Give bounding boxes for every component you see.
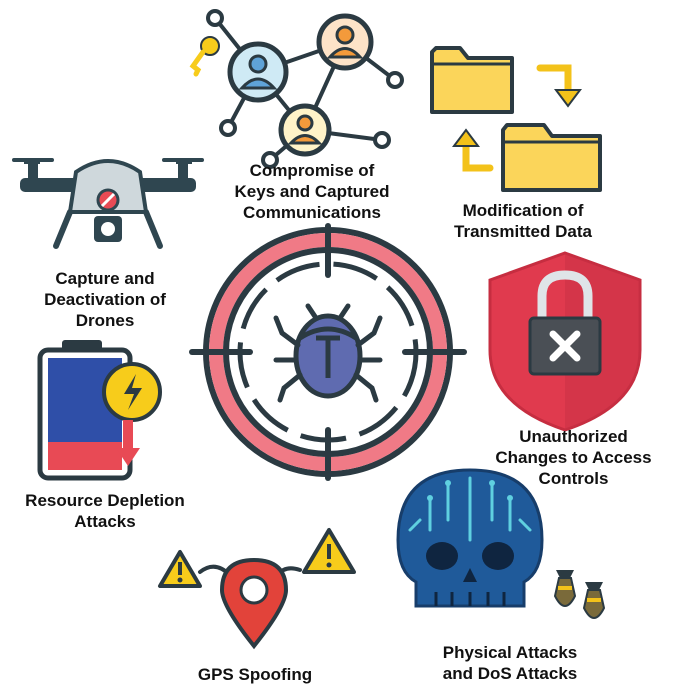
label-modification-data: Modification of Transmitted Data	[454, 201, 592, 241]
label-capture-drones: Capture and Deactivation of Drones	[44, 269, 166, 330]
key-icon	[189, 36, 220, 77]
shield-lock-icon	[488, 251, 642, 432]
gps-pin-warning-icon	[158, 528, 356, 650]
label-unauthorized-access: Unauthorized Changes to Access Controls	[495, 427, 652, 488]
drone-icon	[12, 158, 204, 249]
bomb-icon	[582, 582, 606, 619]
label-gps-spoofing: GPS Spoofing	[197, 665, 313, 684]
label-resource-depletion: Resource Depletion Attacks	[25, 491, 185, 531]
folders-swap-icon	[430, 46, 602, 192]
bomb-icon	[553, 570, 577, 607]
battery-depletion-icon	[37, 340, 162, 481]
network-users-key-icon	[189, 9, 404, 169]
skull-bombs-icon	[396, 468, 606, 619]
label-physical-dos: Physical Attacks and DoS Attacks	[442, 643, 578, 683]
bug-target-icon	[189, 223, 467, 481]
bug-icon	[273, 303, 383, 403]
label-compromise-keys: Compromise of Keys and Captured Communic…	[234, 161, 390, 222]
